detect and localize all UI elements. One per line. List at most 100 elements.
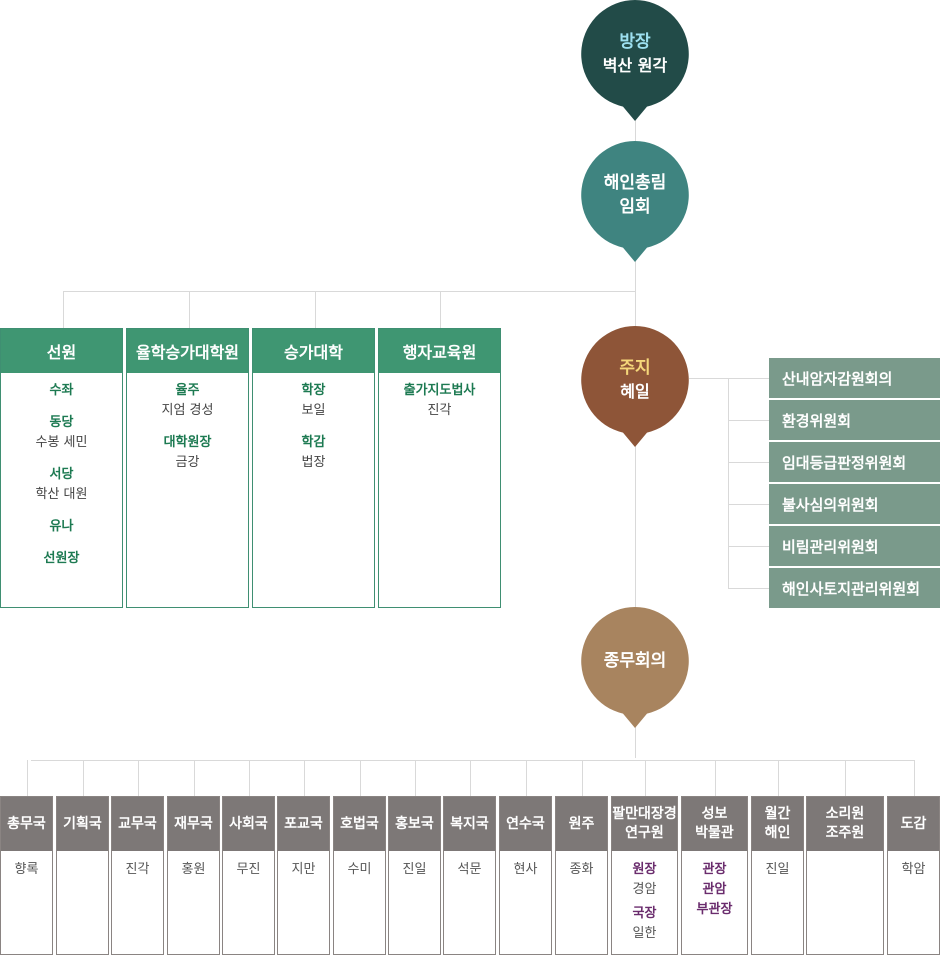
department-title: 재무국	[168, 797, 219, 851]
department-members: 진일	[752, 851, 803, 880]
department-title: 홍보국	[389, 797, 440, 851]
department-member-role: 원장	[632, 862, 657, 877]
academy-title: 행자교육원	[379, 329, 500, 373]
connector-committee-link	[689, 378, 729, 379]
academy-title-text: 행자교육원	[402, 343, 477, 362]
department-member-name: 학암	[901, 862, 926, 877]
department-member-name: 일한	[632, 926, 657, 941]
jongmu-title: 종무회의	[603, 651, 667, 671]
department-title: 사회국	[223, 797, 274, 851]
department-members: 석문	[444, 851, 495, 880]
department-members	[57, 851, 108, 860]
department-member-name: 향록	[14, 862, 39, 877]
connector-dept-tick	[715, 760, 716, 796]
department-member-name: 종화	[569, 862, 594, 877]
department-member-name: 지만	[291, 862, 316, 877]
department-members: 수미	[334, 851, 385, 880]
connector-academy-horizontal	[63, 291, 636, 292]
department-title: 포교국	[278, 797, 329, 851]
connector-committee-vertical	[728, 378, 729, 588]
pin-shape-juji	[581, 326, 689, 447]
member-name: 지엄 경성	[161, 403, 214, 418]
connector-committee-tick	[728, 420, 769, 421]
connector-dept-tick	[778, 760, 779, 796]
connector-dept-tick	[526, 760, 527, 796]
department-member-name: 경암	[632, 882, 657, 897]
department-title: 도감	[888, 797, 939, 851]
department-members: 홍원	[168, 851, 219, 880]
academy-title: 승가대학	[253, 329, 374, 373]
member-name: 법장	[301, 455, 326, 470]
connector-dept-tick	[27, 760, 28, 796]
pin-shape-bangjang	[581, 0, 689, 121]
connector-dept-tick	[83, 760, 84, 796]
pin-shape-council	[581, 141, 689, 262]
department-members: 종화	[556, 851, 607, 880]
department-member-name: 진각	[125, 862, 150, 877]
committee-item: 비림관리위원회	[769, 526, 940, 566]
department-member-name: 석문	[457, 862, 482, 877]
connector-academy-drop-3	[315, 291, 316, 328]
juji-name: 혜일	[620, 382, 650, 401]
connector-academy-drop-4	[440, 291, 441, 328]
connector-dept-tick	[582, 760, 583, 796]
member-role: 유나	[49, 519, 74, 534]
connector-academy-drop-1	[63, 291, 64, 328]
member-name: 금강	[175, 455, 200, 470]
bangjang-name: 벽산 원각	[602, 56, 668, 75]
department-member-role: 부관장	[696, 902, 733, 917]
member-role: 대학원장	[163, 435, 212, 450]
member-role: 동당	[49, 415, 74, 430]
department-member-name: 수미	[347, 862, 372, 877]
connector-dept-tick	[914, 760, 915, 796]
pin-shape-jongmu	[581, 607, 689, 728]
member-name: 보일	[301, 403, 326, 418]
department-members	[807, 851, 883, 860]
academy-title: 율학승가대학원	[127, 329, 248, 373]
department-members: 진각	[112, 851, 163, 880]
department-members: 학암	[888, 851, 939, 880]
juji-title: 주지	[619, 358, 651, 378]
connector-dept-tick	[645, 760, 646, 796]
committee-item: 해인사토지관리위원회	[769, 568, 940, 608]
council-name: 임회	[619, 197, 651, 217]
committee-item: 환경위원회	[769, 400, 940, 440]
connector-dept-tick	[304, 760, 305, 796]
department-member-role: 관암	[702, 882, 727, 897]
department-title: 원주	[556, 797, 607, 851]
member-role: 수좌	[49, 383, 74, 398]
committee-item: 임대등급판정위원회	[769, 442, 940, 482]
member-role: 출가지도법사	[403, 383, 476, 398]
connector-dept-tick	[470, 760, 471, 796]
department-title: 복지국	[444, 797, 495, 851]
department-column: 기획국	[56, 796, 109, 955]
connector-dept-tick	[415, 760, 416, 796]
committee-item: 불사심의위원회	[769, 484, 940, 524]
department-members: 진일	[389, 851, 440, 880]
department-title: 연수국	[500, 797, 551, 851]
department-member-name: 진일	[765, 862, 790, 877]
